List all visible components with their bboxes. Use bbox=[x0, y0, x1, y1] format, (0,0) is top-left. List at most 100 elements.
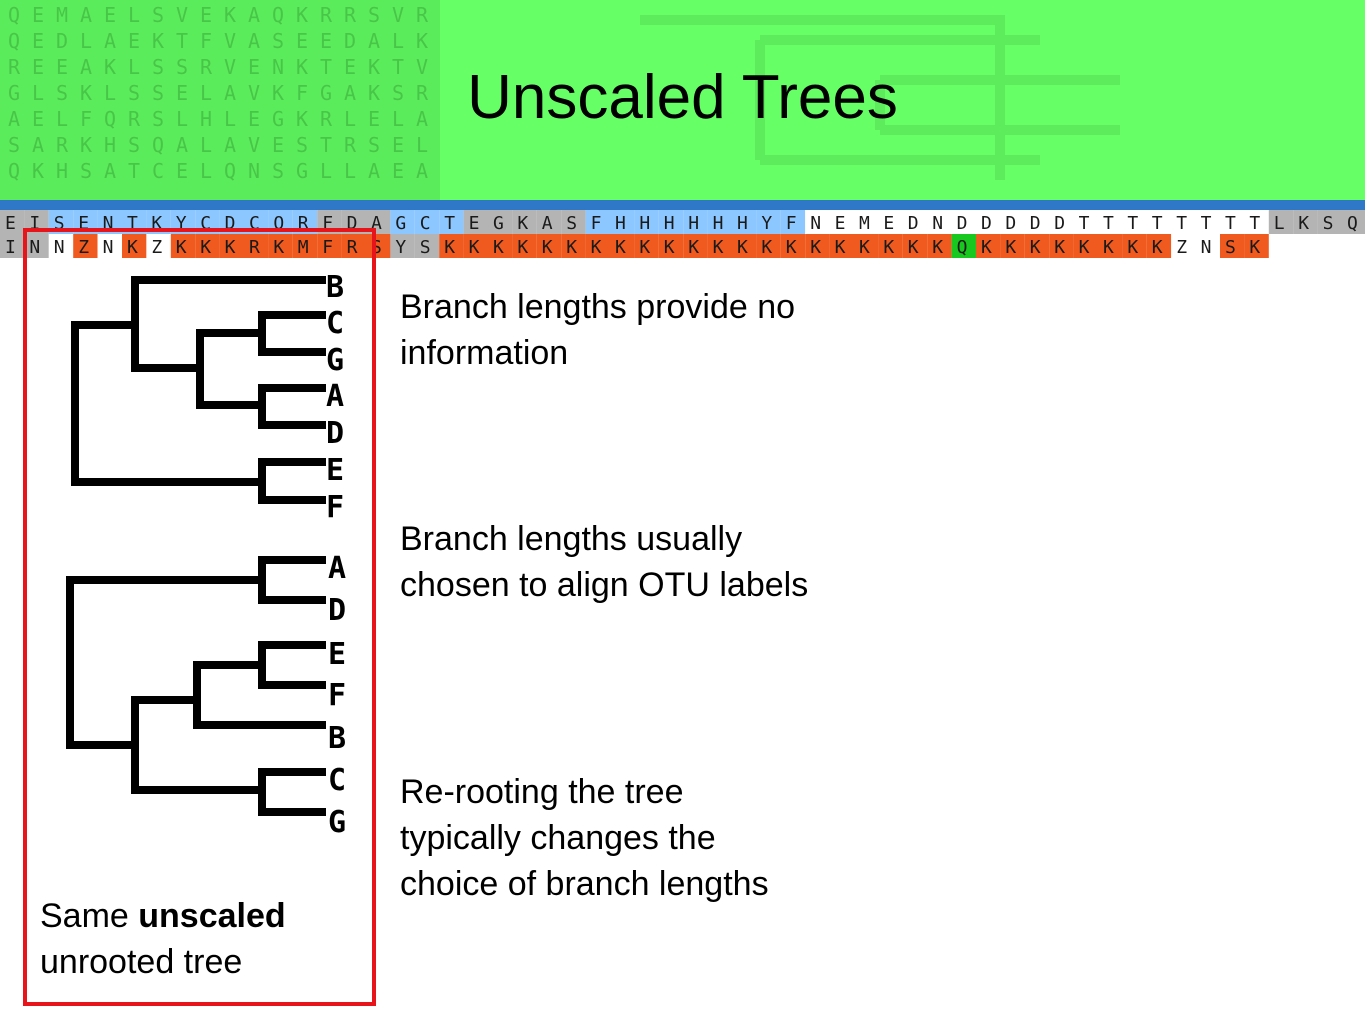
strip-row2-cell bbox=[463, 234, 488, 258]
banner-tint bbox=[0, 0, 440, 200]
banner-letter: E bbox=[344, 55, 356, 79]
banner-letter: L bbox=[200, 159, 212, 183]
banner-letter: Q bbox=[104, 107, 116, 131]
tree-leaf-label: B bbox=[328, 721, 346, 756]
banner-letter: Q bbox=[8, 3, 20, 27]
strip-row2-cell bbox=[439, 234, 464, 258]
banner-letter: L bbox=[176, 107, 188, 131]
strip-row2-letter: K bbox=[932, 237, 943, 258]
banner-letter: L bbox=[416, 133, 428, 157]
strip-row1-cell bbox=[1000, 210, 1025, 234]
banner-letter: T bbox=[176, 29, 188, 53]
banner-letter: E bbox=[296, 29, 308, 53]
strip-row2-cell bbox=[1220, 234, 1245, 258]
strip-row1-letter: D bbox=[908, 213, 919, 234]
strip-row1-letter: D bbox=[957, 213, 968, 234]
strip-row2-letter: Z bbox=[1176, 237, 1187, 258]
banner-letter: H bbox=[200, 107, 212, 131]
strip-row1-cell bbox=[561, 210, 586, 234]
strip-row1-letter: T bbox=[444, 213, 455, 234]
banner-letter: Q bbox=[8, 29, 20, 53]
strip-row2-cell bbox=[1171, 234, 1196, 258]
strip-row1-letter: S bbox=[1323, 213, 1334, 234]
strip-row1-cell bbox=[780, 210, 806, 234]
rerooted-tree-branches bbox=[66, 556, 326, 816]
strip-row1-cell bbox=[0, 210, 25, 234]
strip-row2-cell bbox=[414, 234, 440, 258]
strip-row1-letter: G bbox=[493, 213, 504, 234]
strip-row2-letter: K bbox=[981, 237, 992, 258]
banner-tree-ghost bbox=[640, 15, 1120, 180]
banner-letter: M bbox=[56, 3, 68, 27]
banner-letter: D bbox=[344, 29, 356, 53]
strip-row2-cell bbox=[1098, 234, 1123, 258]
banner-letter: L bbox=[200, 81, 212, 105]
strip-row1-letter: E bbox=[835, 213, 846, 234]
strip-row2-cell bbox=[1049, 234, 1074, 258]
banner-letter: A bbox=[416, 159, 428, 183]
strip-row2-cell bbox=[1000, 234, 1025, 258]
banner-letter: Q bbox=[272, 3, 284, 27]
tree-diagrams: B C G A D E F A D E F B C G bbox=[66, 270, 346, 840]
strip-row2-cell bbox=[927, 234, 952, 258]
banner-letter: H bbox=[104, 133, 116, 157]
strip-row2-cell bbox=[854, 234, 879, 258]
strip-row2-cell bbox=[683, 234, 708, 258]
strip-row1-cell bbox=[1342, 210, 1365, 234]
banner-letter: K bbox=[32, 159, 44, 183]
strip-row1-cell bbox=[1293, 210, 1318, 234]
banner-letter: K bbox=[80, 133, 92, 157]
strip-row2-cell bbox=[73, 234, 98, 258]
banner-letter: V bbox=[224, 55, 236, 79]
strip-row2-letter: K bbox=[664, 237, 675, 258]
strip-row1-cell bbox=[512, 210, 537, 234]
tree-leaf-label: A bbox=[326, 379, 344, 414]
strip-row1-cell bbox=[658, 210, 684, 234]
banner-letter: R bbox=[416, 81, 429, 105]
strip-row2-cell bbox=[780, 234, 806, 258]
strip-row2-letter: K bbox=[810, 237, 821, 258]
strip-row1-cell bbox=[1220, 210, 1245, 234]
strip-row1-letter: M bbox=[859, 213, 870, 234]
strip-row2-letter: K bbox=[1127, 237, 1138, 258]
banner-letter: A bbox=[344, 81, 356, 105]
banner-letter: A bbox=[368, 29, 380, 53]
strip-row1-letter: Q bbox=[1347, 213, 1358, 234]
strip-row1-letter: H bbox=[639, 213, 650, 234]
banner-letter: E bbox=[320, 29, 332, 53]
strip-row1-cell bbox=[707, 210, 732, 234]
strip-row1-cell bbox=[414, 210, 440, 234]
strip-row2-letter: Q bbox=[957, 237, 968, 258]
banner-letter: K bbox=[368, 55, 380, 79]
banner-letter: S bbox=[152, 55, 164, 79]
banner-letter: S bbox=[80, 159, 92, 183]
banner-letter: E bbox=[32, 3, 44, 27]
strip-row2-cell bbox=[390, 234, 415, 258]
banner-letter: E bbox=[248, 107, 260, 131]
strip-row2-letter: K bbox=[469, 237, 480, 258]
tree-leaf-label: C bbox=[328, 763, 346, 798]
banner-letter: V bbox=[224, 29, 236, 53]
caption-prefix: Same bbox=[40, 897, 139, 935]
banner-letter: K bbox=[296, 3, 308, 27]
tree-leaf-label: E bbox=[328, 637, 346, 672]
banner-letter: A bbox=[80, 3, 92, 27]
strip-row1-cell bbox=[805, 210, 830, 234]
banner-letter: A bbox=[176, 133, 188, 157]
strip-row1-letter: F bbox=[591, 213, 602, 234]
strip-row2-cell bbox=[366, 234, 391, 258]
strip-row2-letter: K bbox=[1103, 237, 1114, 258]
banner-letter: A bbox=[416, 107, 428, 131]
strip-row2-letter: S bbox=[1225, 237, 1236, 258]
strip-row2-letter: Y bbox=[395, 237, 406, 258]
strip-row1-cell bbox=[1268, 210, 1294, 234]
strip-row1-letter: H bbox=[713, 213, 724, 234]
strip-row2-cell bbox=[951, 234, 976, 258]
strip-row1-cell bbox=[976, 210, 1001, 234]
banner-letter: R bbox=[416, 3, 429, 27]
strip-row2-letter: K bbox=[1152, 237, 1163, 258]
strip-row1-letter: T bbox=[1249, 213, 1260, 234]
strip-row2-letter: K bbox=[786, 237, 797, 258]
